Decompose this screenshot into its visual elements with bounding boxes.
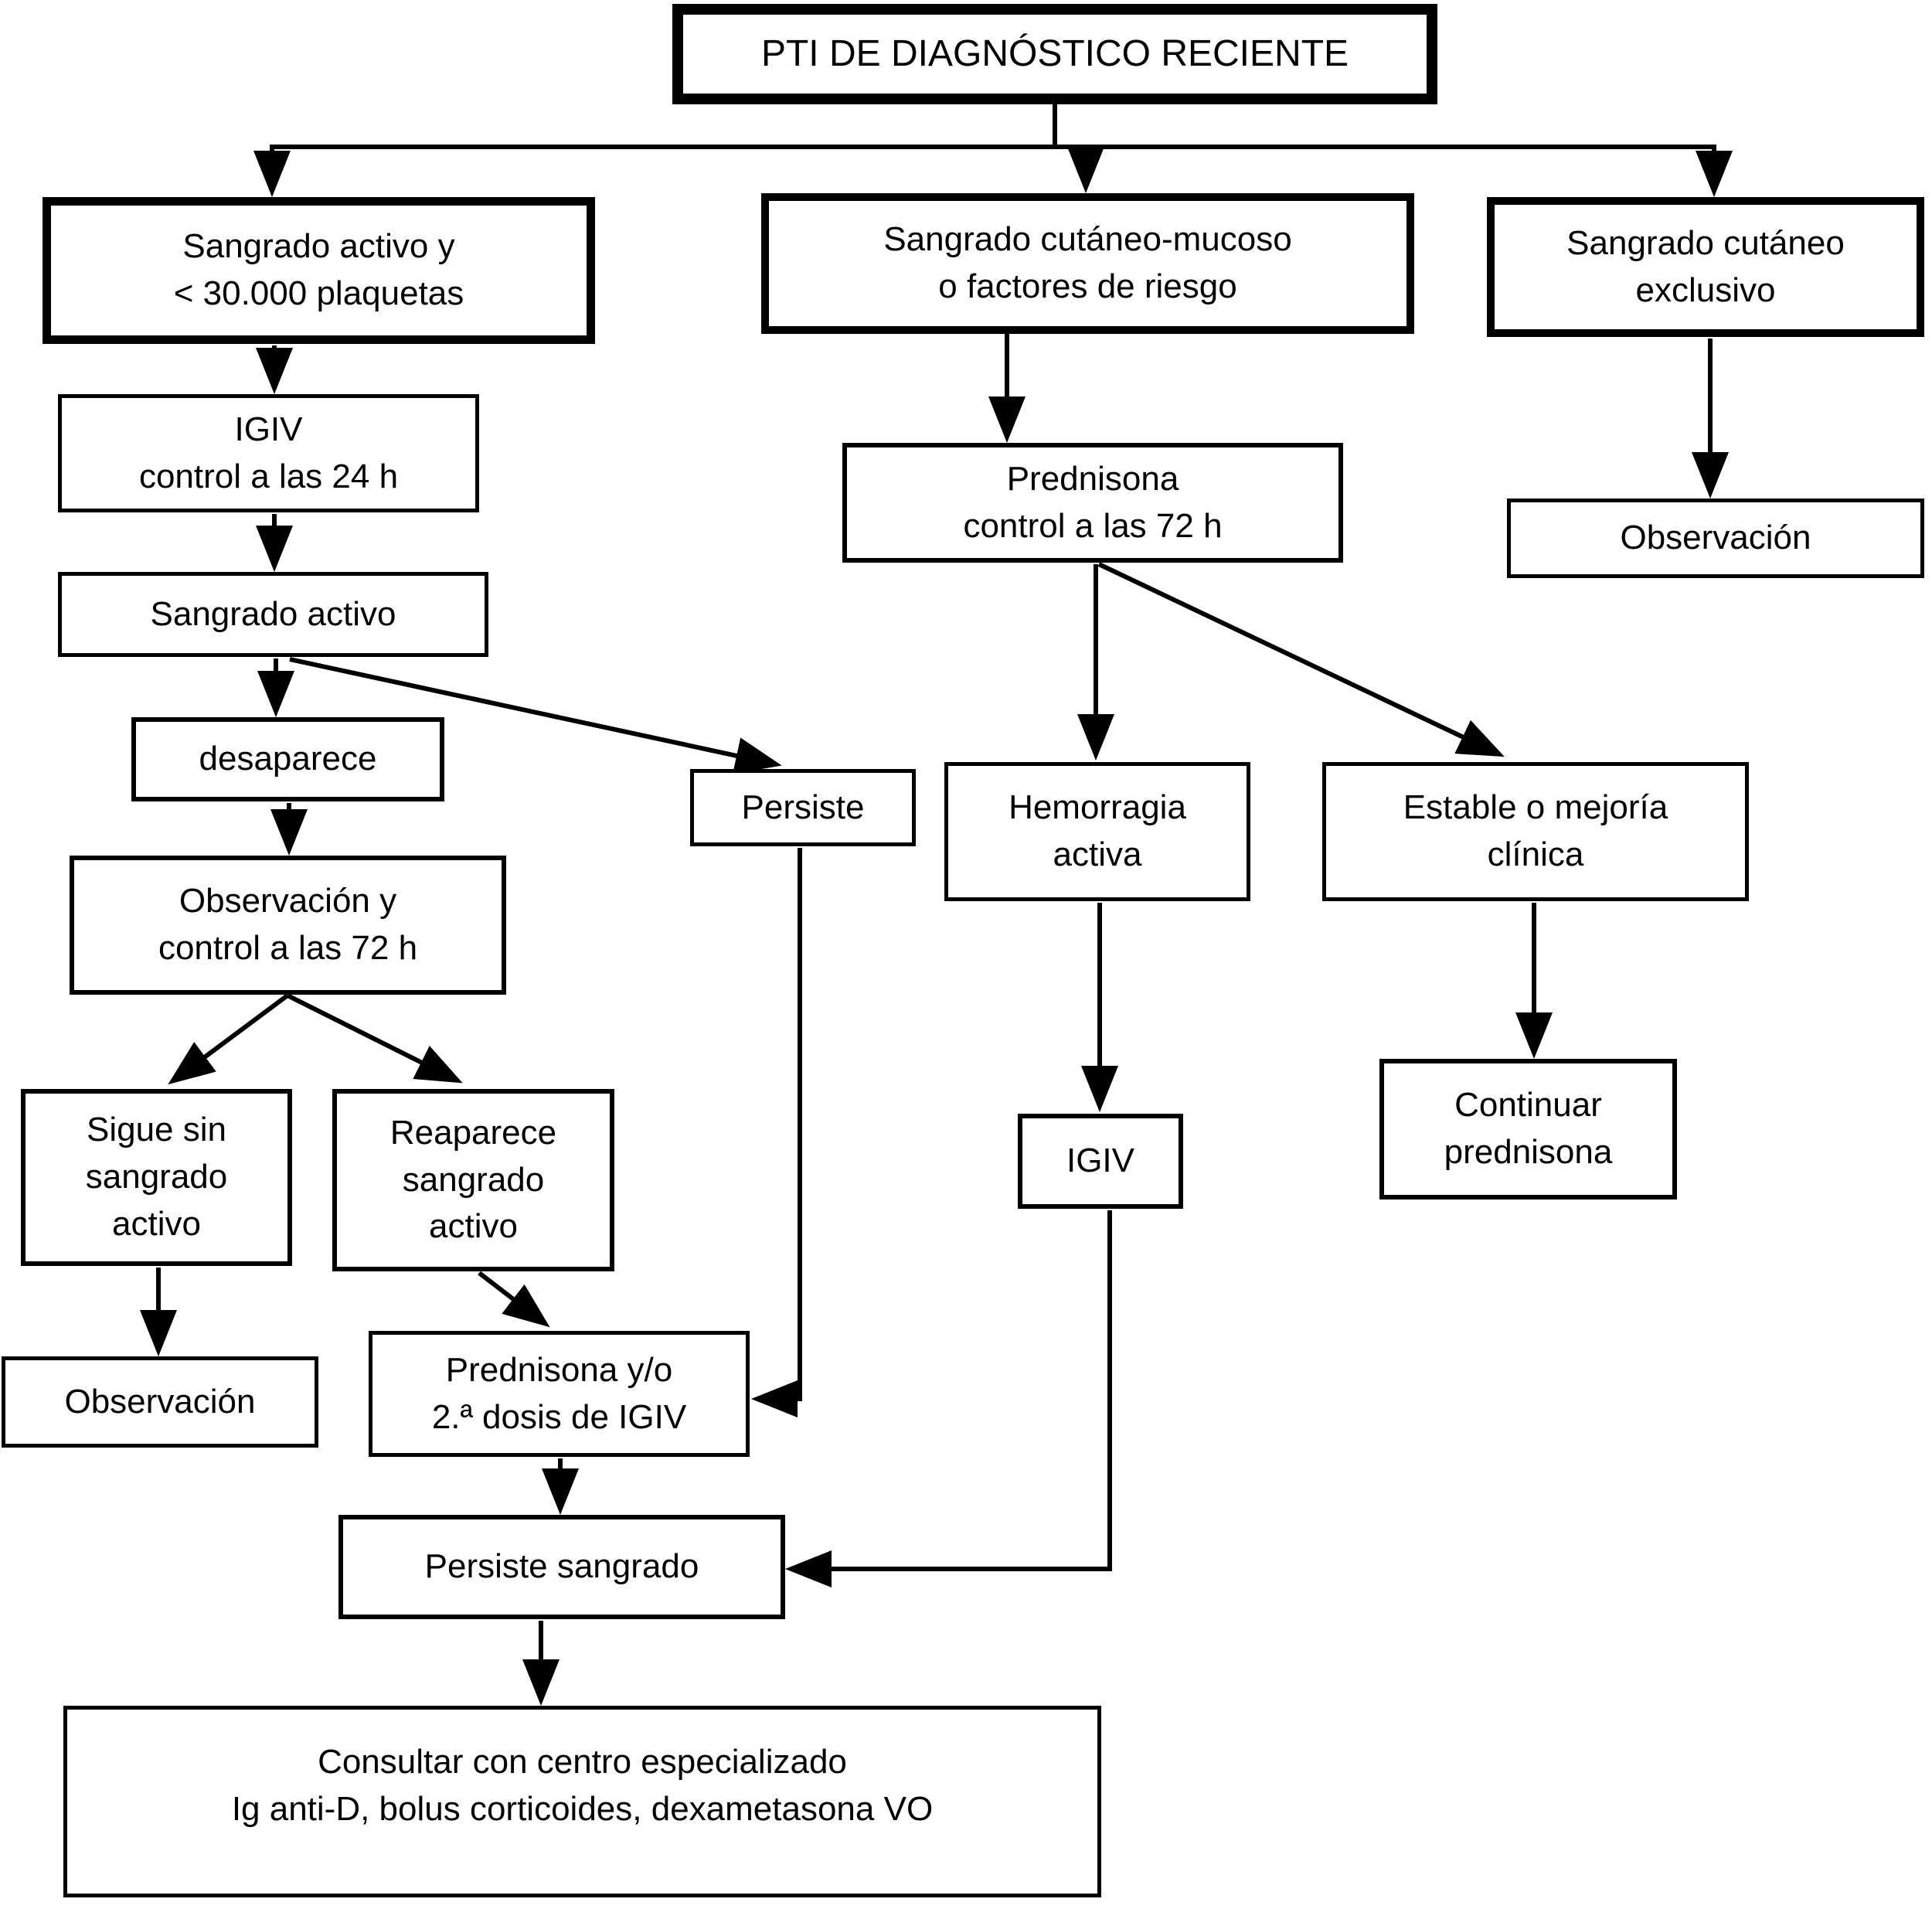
node-observacion-derecha: Observación: [1507, 499, 1924, 578]
node-igiv: IGIV: [1018, 1114, 1183, 1209]
node-desaparece: desaparece: [131, 717, 444, 801]
arrow-igiv-to-persiste-sangrado: [785, 1210, 1112, 1587]
node-pti-diagnostico-reciente: PTI DE DIAGNÓSTICO RECIENTE: [672, 4, 1437, 104]
node-estable-mejoria-clinica: Estable o mejoría clínica: [1322, 762, 1749, 901]
node-prednisona-control-72h: Prednisona control a las 72 h: [842, 443, 1343, 563]
node-sangrado-cutaneo-exclusivo: Sangrado cutáneo exclusivo: [1487, 197, 1924, 337]
node-observacion-control-72h: Observación y control a las 72 h: [70, 856, 506, 995]
arrow-prednisona72-to-estable: [1097, 562, 1505, 757]
node-persiste: Persiste: [690, 769, 916, 846]
node-persiste-sangrado: Persiste sangrado: [338, 1515, 785, 1619]
node-sigue-sin-sangrado-activo: Sigue sin sangrado activo: [21, 1089, 292, 1266]
arrow-reaparece-to-prednisona-igiv2: [478, 1271, 550, 1328]
node-consultar-centro-especializado: Consultar con centro especializado Ig an…: [63, 1706, 1101, 1897]
node-sangrado-activo-30000-plaquetas: Sangrado activo y < 30.000 plaquetas: [43, 197, 595, 344]
arrow-observacion72-to-sigue: [168, 993, 289, 1085]
arrow-sangrado-activo-to-persiste: [289, 657, 782, 774]
node-sangrado-activo: Sangrado activo: [58, 572, 488, 657]
node-reaparece-sangrado-activo: Reaparece sangrado activo: [332, 1089, 614, 1271]
arrow-persiste-to-prednisona-igiv2: [751, 848, 802, 1417]
node-hemorragia-activa: Hemorragia activa: [944, 762, 1250, 901]
node-continuar-prednisona: Continuar prednisona: [1379, 1059, 1677, 1200]
arrow-observacion72-to-reaparece: [286, 993, 463, 1084]
node-sangrado-cutaneo-mucoso: Sangrado cutáneo-mucoso o factores de ri…: [761, 193, 1414, 334]
node-prednisona-segunda-dosis-igiv: Prednisona y/o 2.ª dosis de IGIV: [369, 1331, 750, 1457]
node-igiv-control-24h: IGIV control a las 24 h: [58, 394, 479, 512]
node-observacion-izquierda: Observación: [2, 1356, 318, 1448]
